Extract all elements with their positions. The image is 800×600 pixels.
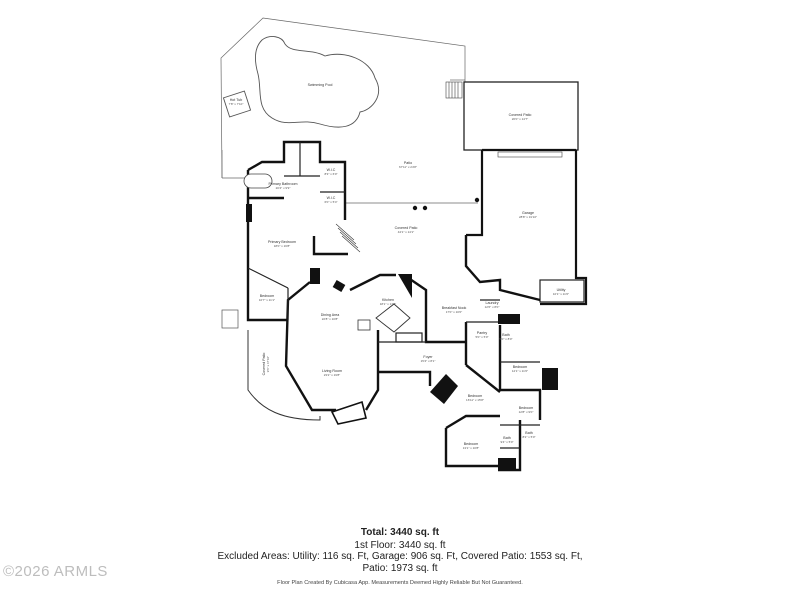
label-bedroom-r2: Bedroom bbox=[519, 406, 534, 410]
label-bedroom-left: Bedroom bbox=[260, 294, 275, 298]
dim-bedroom-r1: 12'1" x 11'6" bbox=[512, 369, 528, 373]
label-wic-1: W.I.C bbox=[327, 168, 336, 172]
label-foyer: Foyer bbox=[423, 355, 433, 359]
label-covered-patio-mid: Covered Patio bbox=[395, 226, 418, 230]
floor-plan: Swimming Pool Hot Tub 7'8" x 7'10" Patio… bbox=[220, 17, 588, 472]
label-bath-b: Bath bbox=[503, 436, 510, 440]
label-kitchen: Kitchen bbox=[382, 298, 394, 302]
patio-outline bbox=[220, 17, 478, 204]
columns bbox=[412, 197, 480, 211]
dim-foyer: 15'4" x 8'1" bbox=[421, 359, 436, 363]
wall-blocks bbox=[246, 204, 558, 470]
label-hot-tub: Hot Tub bbox=[230, 98, 243, 102]
label-utility: Utility bbox=[557, 288, 566, 292]
interior-walls bbox=[247, 142, 540, 449]
label-living-room: Living Room bbox=[322, 369, 342, 373]
covered-patio-left-outline bbox=[247, 330, 321, 421]
excluded-areas-line-2: Patio: 1973 sq. ft bbox=[362, 563, 438, 574]
label-bedroom-r1: Bedroom bbox=[513, 365, 528, 369]
dim-garage: 28'8" x 31'10" bbox=[519, 215, 537, 219]
garage-outline bbox=[466, 148, 588, 306]
bay-window bbox=[330, 400, 367, 425]
patio-steps bbox=[335, 223, 361, 253]
label-bedroom-center: Bedroom bbox=[468, 394, 483, 398]
steps bbox=[445, 81, 463, 99]
dim-covered-patio-top: 20'0" x 14'7" bbox=[512, 117, 528, 121]
label-garage: Garage bbox=[522, 211, 534, 215]
excluded-areas-line-1: Excluded Areas: Utility: 116 sq. Ft, Gar… bbox=[217, 551, 583, 562]
kitchen-counter bbox=[357, 319, 371, 331]
label-primary-bathroom: Primary Bathroom bbox=[269, 182, 298, 186]
utility-outline bbox=[539, 279, 585, 303]
label-primary-bedroom: Primary Bedroom bbox=[268, 240, 296, 244]
kitchen-island bbox=[375, 303, 411, 333]
copyright-watermark: ©2026 ARMLS bbox=[3, 563, 108, 580]
dim-covered-patio-left: 9'6" x 47'10" bbox=[266, 356, 270, 372]
dim-breakfast-nook: 17'0" x 10'0" bbox=[446, 310, 462, 314]
garage-door-track bbox=[497, 151, 563, 158]
label-bath-small: Bath bbox=[502, 333, 509, 337]
dim-bath-small: 5'0" x 8'0" bbox=[499, 337, 512, 341]
label-swimming-pool: Swimming Pool bbox=[308, 83, 333, 87]
swimming-pool-shape bbox=[254, 36, 380, 128]
dim-bath-r: 8'2" x 5'0" bbox=[522, 435, 535, 439]
label-breakfast-nook: Breakfast Nook bbox=[442, 306, 467, 310]
dim-wic-1: 8'3" x 6'0" bbox=[324, 172, 337, 176]
label-dining-area: Dining Area bbox=[321, 313, 340, 317]
dim-hot-tub: 7'8" x 7'10" bbox=[229, 102, 244, 106]
label-patio: Patio bbox=[404, 161, 412, 165]
dim-patio: 67'11" x 24'8" bbox=[399, 165, 417, 169]
dim-kitchen: 18'1" x 17'8" bbox=[380, 302, 396, 306]
dim-bedroom-left: 10'7" x 11'1" bbox=[259, 298, 275, 302]
dim-laundry: 12'6" x 8'0" bbox=[485, 305, 500, 309]
dim-utility: 10'1" x 11'6" bbox=[553, 292, 569, 296]
dim-primary-bedroom: 18'0" x 16'8" bbox=[274, 244, 290, 248]
dim-bedroom-bottom: 13'1" x 10'8" bbox=[463, 446, 479, 450]
bathtub bbox=[243, 173, 273, 189]
total-area: Total: 3440 sq. ft bbox=[360, 527, 440, 538]
dim-pantry: 5'0" x 5'0" bbox=[475, 335, 488, 339]
dim-living-room: 23'2" x 19'8" bbox=[324, 373, 340, 377]
side-steps bbox=[221, 309, 239, 329]
disclaimer: Floor Plan Created By Cubicasa App. Meas… bbox=[277, 580, 523, 586]
label-covered-patio-left: Covered Patio bbox=[262, 353, 266, 376]
label-wic-2: W.I.C bbox=[327, 196, 336, 200]
dim-bath-b: 9'4" x 5'0" bbox=[500, 440, 513, 444]
label-laundry: Laundry bbox=[486, 301, 499, 305]
dim-primary-bathroom: 20'4" x 9'9" bbox=[276, 186, 291, 190]
hot-tub-shape bbox=[222, 90, 252, 118]
label-bedroom-bottom: Bedroom bbox=[464, 442, 479, 446]
dim-bedroom-r2: 12'8" x 9'0" bbox=[519, 410, 534, 414]
dim-covered-patio-mid: 44'1" x 14'1" bbox=[398, 230, 414, 234]
label-bath-r: Bath bbox=[525, 431, 532, 435]
dim-wic-2: 6'0" x 5'4" bbox=[324, 200, 337, 204]
label-covered-patio-top: Covered Patio bbox=[509, 113, 532, 117]
first-floor-area: 1st Floor: 3440 sq. ft bbox=[354, 540, 446, 551]
label-pantry: Pantry bbox=[477, 331, 488, 335]
room-labels: Swimming Pool Hot Tub 7'8" x 7'10" Patio… bbox=[229, 83, 570, 450]
dim-bedroom-center: 16'11" x 15'8" bbox=[466, 398, 484, 402]
dim-dining-area: 22'8" x 10'8" bbox=[322, 317, 338, 321]
